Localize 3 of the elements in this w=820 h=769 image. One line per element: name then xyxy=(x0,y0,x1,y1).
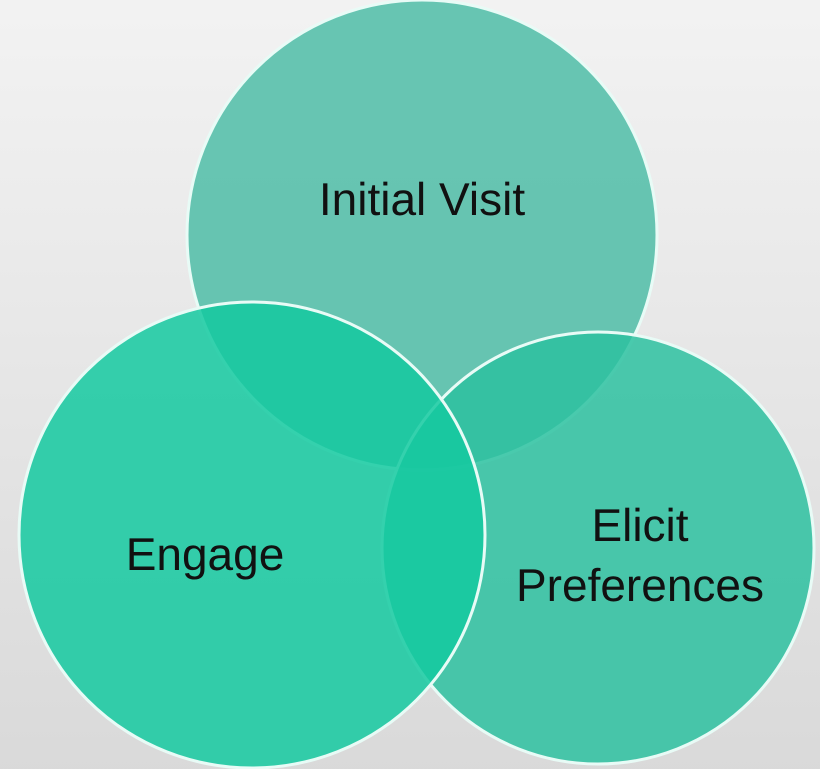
circle-label: Initial Visit xyxy=(318,172,526,228)
circle-label: Elicit Preferences xyxy=(514,498,765,613)
circle-label: Engage xyxy=(124,527,286,582)
